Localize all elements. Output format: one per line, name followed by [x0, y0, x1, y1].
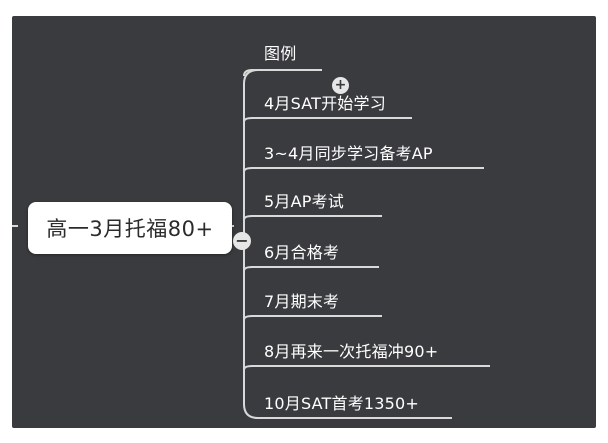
- branch-node[interactable]: 6月合格考: [264, 243, 340, 262]
- branch-node[interactable]: 10月SAT首考1350+: [264, 394, 420, 413]
- branch-underline: [243, 117, 412, 123]
- root-node-label: 高一3月托福80+: [46, 217, 214, 241]
- branch-underline: [243, 266, 379, 272]
- branch-underline: [243, 167, 484, 173]
- connector-lines: [12, 69, 490, 419]
- branch-node[interactable]: 8月再来一次托福冲90+: [264, 342, 439, 361]
- root-node[interactable]: 高一3月托福80+: [28, 202, 232, 254]
- branch-node[interactable]: 7月期末考: [264, 292, 340, 311]
- expand-toggle-icon[interactable]: +: [332, 77, 349, 94]
- branch-underline: [243, 365, 490, 371]
- branch-underline: [243, 215, 382, 221]
- branch-node[interactable]: 4月SAT开始学习: [264, 94, 386, 113]
- branch-underline: [243, 69, 322, 77]
- collapse-toggle-icon[interactable]: −: [233, 232, 251, 250]
- mindmap-canvas: 高一3月托福80+ − 图例 + 4月SAT开始学习 3~4月同步学习备考AP …: [12, 16, 596, 428]
- branch-node[interactable]: 3~4月同步学习备考AP: [264, 144, 433, 163]
- branch-node[interactable]: 5月AP考试: [264, 192, 344, 211]
- branch-node-legend[interactable]: 图例: [264, 44, 297, 63]
- branch-underline: [243, 315, 382, 321]
